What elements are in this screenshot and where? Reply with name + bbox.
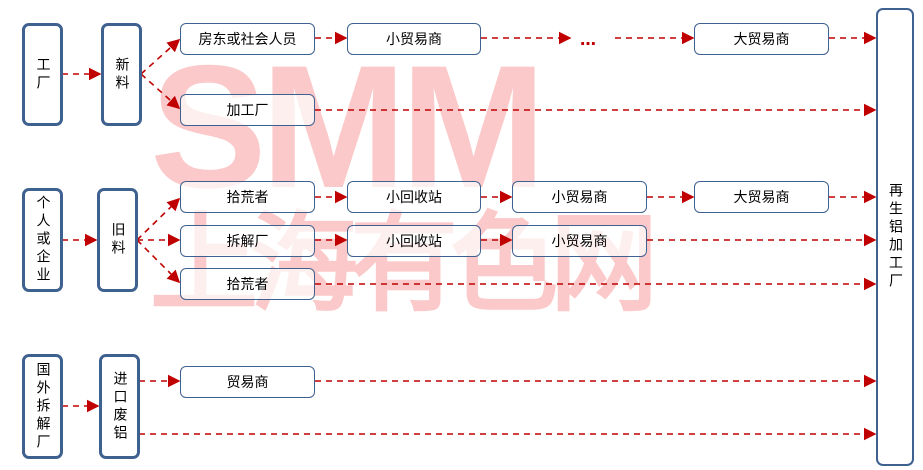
watermark-cn: 上海有色网	[150, 202, 658, 327]
node-recycling-station: 小回收站	[347, 181, 481, 213]
arrow	[136, 239, 181, 284]
node-large-trader: 大贸易商	[694, 181, 829, 213]
node-scavenger: 拾荒者	[180, 181, 315, 213]
arrow	[140, 73, 181, 110]
node-small-trader: 小贸易商	[347, 23, 481, 55]
source-foreign: 国外拆解厂	[22, 354, 63, 459]
ellipsis: …	[580, 30, 596, 49]
arrow	[136, 197, 181, 241]
material-imported: 进口废铝	[99, 354, 140, 459]
source-individual: 个人或企业	[22, 188, 63, 292]
node-dismantler: 拆解厂	[180, 225, 315, 257]
node-trader: 贸易商	[180, 366, 315, 398]
node-large-trader: 大贸易商	[694, 23, 829, 55]
node-small-trader: 小贸易商	[512, 225, 647, 257]
material-new: 新料	[101, 23, 142, 126]
node-processor: 加工厂	[180, 94, 315, 126]
target-recycler: 再生铝加工厂	[876, 8, 914, 466]
node-recycling-station: 小回收站	[347, 225, 481, 257]
source-factory: 工厂	[22, 23, 63, 126]
arrow	[140, 38, 181, 75]
node-landlord: 房东或社会人员	[180, 23, 315, 55]
node-small-trader: 小贸易商	[512, 181, 647, 213]
node-scavenger: 拾荒者	[180, 268, 315, 300]
material-old: 旧料	[97, 188, 138, 292]
